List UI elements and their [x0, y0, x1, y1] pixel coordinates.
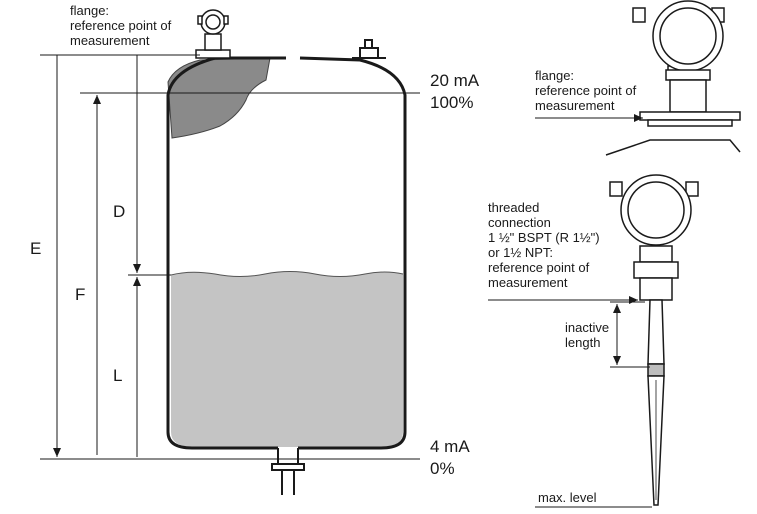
- threaded-probe: [609, 174, 699, 506]
- liquid-surface: [170, 271, 404, 277]
- right-flange-label: flange: reference point of measurement: [535, 68, 637, 113]
- solid-buildup: [167, 57, 271, 139]
- threaded-label-line-4: or 1½ NPT:: [488, 245, 553, 260]
- dimension-labels: E F D L: [28, 199, 130, 385]
- right-flange-label-line-2: reference point of: [535, 83, 637, 98]
- left-flange-label: flange: reference point of measurement: [70, 3, 172, 48]
- inactive-label-line-2: length: [565, 335, 600, 350]
- threaded-label-line-2: connection: [488, 215, 551, 230]
- flange-transmitter: [605, 0, 741, 156]
- dimension-D-label: D: [113, 202, 125, 221]
- signal-top-current: 20 mA: [430, 71, 480, 90]
- bottom-outlet: [271, 448, 305, 495]
- threaded-connection-label: threaded connection 1 ½" BSPT (R 1½") or…: [488, 200, 600, 290]
- threaded-label-line-1: threaded: [488, 200, 539, 215]
- signal-top-percent: 100%: [430, 93, 473, 112]
- max-level-label: max. level: [538, 490, 597, 505]
- dimension-E-label: E: [30, 239, 41, 258]
- left-flange-label-line-2: reference point of: [70, 18, 172, 33]
- signal-labels: 20 mA 100% 4 mA 0%: [430, 71, 480, 478]
- tank-right-wall: [298, 56, 407, 450]
- threaded-label-line-6: measurement: [488, 275, 568, 290]
- signal-bottom-current: 4 mA: [430, 437, 470, 456]
- tank-left-wall: [166, 56, 286, 450]
- threaded-label-line-5: reference point of: [488, 260, 590, 275]
- left-flange-label-line-1: flange:: [70, 3, 109, 18]
- left-flange-label-line-3: measurement: [70, 33, 150, 48]
- inactive-label-line-1: inactive: [565, 320, 609, 335]
- signal-bottom-percent: 0%: [430, 459, 455, 478]
- dimension-lines: [40, 54, 420, 460]
- right-flange-label-line-3: measurement: [535, 98, 615, 113]
- tank-transmitter: [195, 9, 231, 59]
- dimension-F-label: F: [75, 285, 85, 304]
- right-flange-label-line-1: flange:: [535, 68, 574, 83]
- top-right-nozzle: [352, 39, 386, 59]
- tank: [166, 39, 407, 495]
- inactive-length-label: inactive length: [565, 320, 609, 350]
- threaded-label-line-3: 1 ½" BSPT (R 1½"): [488, 230, 600, 245]
- liquid: [171, 271, 403, 447]
- dimension-L-label: L: [113, 366, 122, 385]
